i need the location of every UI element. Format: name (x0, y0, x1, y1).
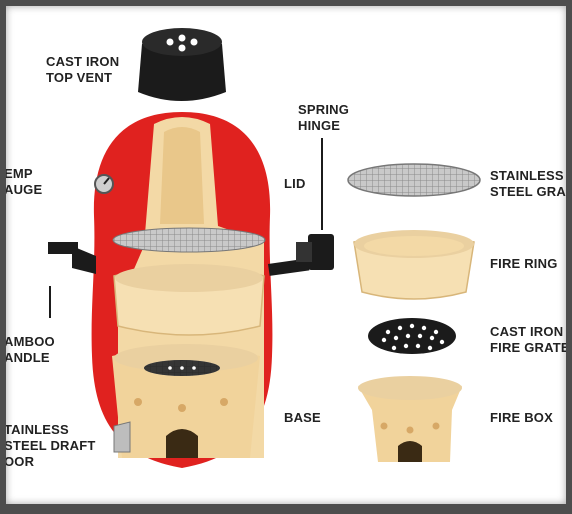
fire-ring-part (354, 230, 474, 299)
label-temp-gauge: EMP AUGE (6, 166, 42, 198)
top-vent-part (138, 28, 226, 101)
temp-gauge-part (95, 175, 113, 193)
label-spring-hinge: SPRING HINGE (298, 102, 349, 134)
diagram-panel: CAST IRON TOP VENT SPRING HINGE EMP AUGE… (6, 6, 566, 504)
label-bamboo-handle: AMBOO ANDLE (6, 334, 55, 366)
internal-fire-ring (114, 264, 264, 335)
internal-steel-grate (113, 228, 265, 252)
label-top-vent: CAST IRON TOP VENT (46, 54, 119, 86)
draft-door-part (114, 422, 130, 452)
label-fire-ring: FIRE RING (490, 256, 558, 272)
label-draft-door: TAINLESS STEEL DRAFT OOR (6, 422, 96, 470)
label-base: BASE (284, 410, 321, 426)
cast-iron-fire-grate-part (368, 318, 456, 354)
label-steel-grate: STAINLESS STEEL GRA (490, 168, 566, 200)
label-fire-box: FIRE BOX (490, 410, 553, 426)
label-fire-grate: CAST IRON FIRE GRATE (490, 324, 566, 356)
stainless-steel-grate-part (348, 164, 480, 196)
label-lid: LID (284, 176, 306, 192)
fire-box-part (358, 376, 462, 462)
internal-fire-box (112, 344, 260, 458)
